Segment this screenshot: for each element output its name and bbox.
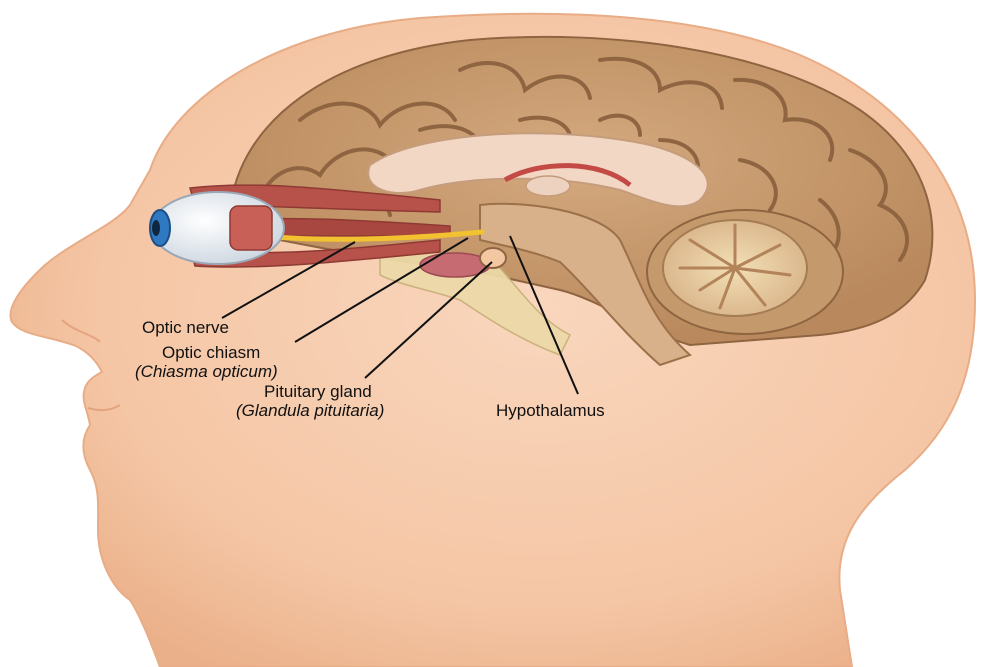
leader-pituitary-gland [364, 261, 493, 379]
label-pituitary-gland: Pituitary gland [264, 382, 372, 401]
label-pituitary-gland-latin: (Glandula pituitaria) [236, 401, 385, 420]
nostril-line [61, 319, 101, 343]
lip-line [87, 404, 121, 412]
leader-optic-nerve [221, 241, 356, 319]
thalamus [525, 175, 571, 197]
leader-hypothalamus [509, 235, 579, 395]
leader-lines [221, 235, 579, 395]
label-optic-chiasm-latin: (Chiasma opticum) [135, 362, 278, 381]
label-hypothalamus: Hypothalamus [496, 401, 605, 420]
brainstem [479, 202, 692, 367]
optic-nerve-shape [272, 229, 485, 242]
label-optic-nerve: Optic nerve [142, 318, 229, 337]
fornix [503, 163, 632, 187]
leader-optic-chiasm [294, 237, 469, 343]
pituitary-gland-shape [479, 247, 507, 269]
eyeball [149, 191, 285, 265]
label-optic-chiasm: Optic chiasm [162, 343, 261, 362]
cerebellum [646, 209, 844, 335]
